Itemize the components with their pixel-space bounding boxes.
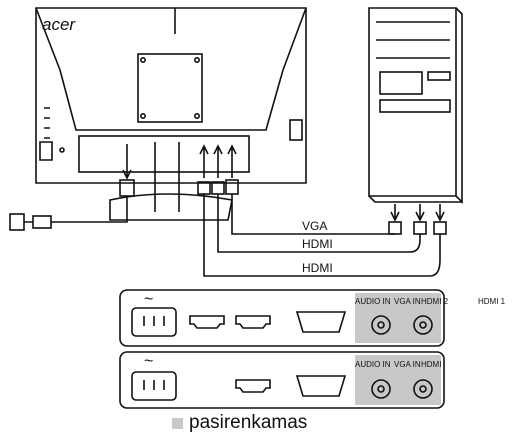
port-label-b-hdmi: HDMI xyxy=(421,360,441,369)
port-panel-b xyxy=(119,351,445,409)
audio-jack-b-1 xyxy=(371,379,391,399)
vga-connector xyxy=(225,179,239,195)
pc-vga-connector xyxy=(388,221,402,235)
power-port-a xyxy=(131,307,177,337)
vga-cable xyxy=(231,194,395,235)
audio-jack-b-2 xyxy=(413,379,433,399)
power-cable xyxy=(64,196,128,223)
monitor-back xyxy=(35,7,307,221)
hdmi-cable-1 xyxy=(217,194,421,253)
port-label-b-vga: VGA IN xyxy=(394,360,421,369)
cable-label-hdmi-1: HDMI xyxy=(302,237,333,251)
vga-port-a xyxy=(295,311,347,333)
pc-hdmi-connector xyxy=(413,221,427,235)
hdmi-port-b xyxy=(235,379,271,393)
power-port-b xyxy=(131,371,177,401)
hdmi-cable-2 xyxy=(203,194,441,277)
ac-symbol-b: ~ xyxy=(144,353,153,370)
audio-jack-a-1 xyxy=(371,315,391,335)
port-label-a-hdmi2: HDMI 2 xyxy=(421,297,449,306)
port-panel-a xyxy=(119,289,445,347)
legend-label: pasirenkamas xyxy=(189,412,308,433)
pc-tower xyxy=(368,7,463,204)
optional-area-a xyxy=(355,293,441,343)
audio-jack-a-2 xyxy=(413,315,433,335)
plug-icon xyxy=(32,215,52,229)
port-label-a-vga: VGA IN xyxy=(394,297,421,306)
monitor-input-arrows xyxy=(122,144,237,180)
vga-port-b xyxy=(295,375,347,397)
port-label-a-audio: AUDIO IN xyxy=(355,297,391,306)
port-label-b-audio: AUDIO IN xyxy=(355,360,391,369)
legend-swatch xyxy=(172,417,183,429)
ac-symbol-a: ~ xyxy=(144,291,153,308)
wall-outlet-icon xyxy=(9,213,25,231)
pc-hdmi-connector-2 xyxy=(433,221,447,235)
cable-label-vga: VGA xyxy=(302,219,327,233)
legend: pasirenkamas xyxy=(172,412,307,434)
brand-logo: acer xyxy=(42,15,76,34)
hdmi-port-a-1 xyxy=(189,315,225,329)
hdmi-port-a-2 xyxy=(235,315,271,329)
cable-label-hdmi-2: HDMI xyxy=(302,261,333,275)
port-label-a-hdmi1: HDMI 1 xyxy=(478,297,506,306)
